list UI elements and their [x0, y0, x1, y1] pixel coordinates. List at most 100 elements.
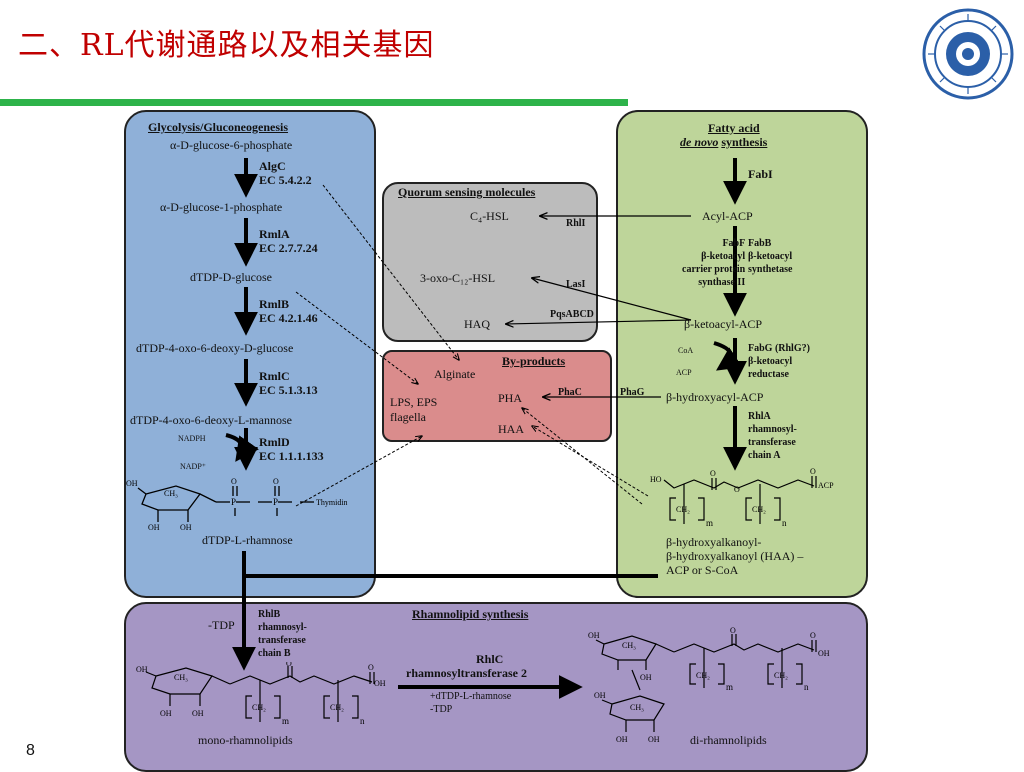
o-label: O: [286, 662, 292, 668]
beta-hydroxyacyl-acp: β-hydroxyacyl-ACP: [666, 390, 764, 404]
rhamnolipid-heading: Rhamnolipid synthesis: [412, 607, 529, 621]
n-label: n: [782, 518, 787, 528]
ec-rmlb: EC 4.2.1.46: [259, 311, 318, 325]
page-number: 8: [26, 742, 35, 759]
quorum-heading: Quorum sensing molecules: [398, 185, 536, 199]
m-label: m: [706, 518, 713, 528]
oh-label: OH: [192, 709, 204, 718]
oh-label: OH: [640, 673, 652, 682]
quorum-sensing-panel: [382, 182, 598, 342]
ch3-label: CH₃: [164, 489, 178, 498]
haq: HAQ: [464, 317, 490, 331]
dtdp-oxo-deoxy-l-mannose: dTDP-4-oxo-6-deoxy-L-mannose: [130, 413, 292, 427]
o-label: O: [810, 631, 816, 640]
o-label: O: [273, 477, 279, 486]
oh-label: OH: [160, 709, 172, 718]
enzyme-rmlb: RmlB: [259, 297, 289, 311]
cofactor-coa: CoA: [678, 346, 694, 355]
oh-label: OH: [136, 665, 148, 674]
rhlc-substrate: +dTDP-L-rhamnose: [430, 691, 512, 702]
ch3-label: CH₃: [622, 641, 636, 650]
oh-label: OH: [180, 523, 192, 532]
ec-rmlc: EC 5.1.3.13: [259, 383, 318, 397]
title-accent-bar: [0, 99, 628, 106]
flagella: flagella: [390, 410, 426, 424]
rhlc-release: -TDP: [430, 704, 453, 715]
ch2-label: CH₂: [696, 671, 710, 680]
enzyme-rhli: RhlI: [566, 218, 586, 229]
ch3-label: CH₃: [174, 673, 188, 682]
glucose-1-phosphate: α-D-glucose-1-phosphate: [160, 200, 283, 214]
enzyme-fabg: FabG (RhlG?) β-ketoacyl reductase: [748, 343, 810, 380]
acp-label: ACP: [818, 481, 834, 490]
enzyme-rhla: RhlA rhamnosyl- transferase chain A: [748, 411, 797, 461]
fatty-heading: Fatty acid: [708, 121, 760, 135]
oh-label: OH: [588, 631, 600, 640]
byproducts-panel: [382, 350, 612, 442]
c4-hsl: C₄-HSL: [470, 209, 509, 223]
ch2-label: CH₂: [330, 703, 344, 712]
oxo-c12-hsl: 3-oxo-C₁₂-HSL: [420, 271, 496, 285]
ec-rmld: EC 1.1.1.133: [259, 449, 324, 463]
ho-label: HO: [650, 475, 662, 484]
dtdp-rhamnose-structure: OH CH₃ OH OH O P O P Thymidin: [126, 477, 348, 532]
haa-line-1: β-hydroxyalkanoyl-: [666, 535, 762, 549]
haa-line-2: β-hydroxyalkanoyl (HAA) –: [666, 549, 804, 563]
o-label: O: [231, 477, 237, 486]
cofactor-nadph: NADPH: [178, 434, 206, 443]
pha: PHA: [498, 391, 523, 405]
oh-label: OH: [126, 479, 138, 488]
ch2-label: CH₂: [752, 505, 766, 514]
m-label: m: [282, 716, 289, 726]
dtdp-d-glucose: dTDP-D-glucose: [190, 270, 272, 284]
haa-line-3: ACP or S-CoA: [666, 563, 739, 577]
pathway-figure: Glycolysis/Gluconeogenesis α-D-glucose-6…: [118, 106, 886, 772]
m-label: m: [726, 682, 733, 692]
tianjin-university-seal-icon: [922, 8, 1014, 100]
n-label: n: [360, 716, 365, 726]
enzyme-rhlc-desc: rhamnosyltransferase 2: [406, 666, 527, 680]
thymidin-label: Thymidin: [316, 498, 348, 507]
oh-label: OH: [594, 691, 606, 700]
slide-title: 二、RL代谢通路以及相关基因: [18, 28, 435, 63]
enzyme-rhlc: RhlC: [476, 652, 504, 666]
enzyme-phag: PhaG: [620, 387, 645, 398]
lps-eps: LPS, EPS: [390, 395, 438, 409]
dtdp-oxo-deoxy-d-glucose: dTDP-4-oxo-6-deoxy-D-glucose: [136, 341, 294, 355]
oh-label: OH: [148, 523, 160, 532]
tdp-release: -TDP: [208, 618, 235, 632]
acyl-acp: Acyl-ACP: [702, 209, 753, 223]
o-label: O: [730, 626, 736, 635]
enzyme-algc: AlgC: [259, 159, 286, 173]
alginate: Alginate: [434, 367, 476, 381]
ch2-label: CH₂: [676, 505, 690, 514]
n-label: n: [804, 682, 809, 692]
di-rhamnolipids-label: di-rhamnolipids: [690, 733, 767, 747]
enzyme-fabi: FabI: [748, 167, 773, 181]
cofactor-nadp: NADP⁺: [180, 462, 207, 471]
byproducts-heading: By-products: [502, 354, 566, 368]
mono-rhamnolipids-label: mono-rhamnolipids: [198, 733, 293, 747]
ch2-label: CH₂: [774, 671, 788, 680]
enzyme-lasi: LasI: [566, 279, 586, 290]
enzyme-fabb: FabB β-ketoacyl synthetase: [748, 238, 793, 275]
pathway-arrows: [225, 158, 747, 699]
ec-rmla: EC 2.7.7.24: [259, 241, 318, 255]
oh-label: OH: [616, 735, 628, 744]
oh-label: OH: [648, 735, 660, 744]
dtdp-l-rhamnose: dTDP-L-rhamnose: [202, 533, 293, 547]
cofactor-acp: ACP: [676, 368, 692, 377]
ec-algc: EC 5.4.2.2: [259, 173, 312, 187]
o-label: O: [710, 469, 716, 478]
fatty-heading-2: de novo synthesis: [680, 135, 768, 149]
o-label: O: [368, 663, 374, 672]
enzyme-phac: PhaC: [558, 387, 582, 398]
o-label: O: [734, 485, 740, 494]
glycolysis-heading: Glycolysis/Gluconeogenesis: [148, 120, 289, 134]
enzyme-rmla: RmlA: [259, 227, 290, 241]
mono-rhamnolipid-structure: OH CH₃ OH OH O O OH CH₂ CH₂ m n: [136, 662, 386, 726]
p-label: P: [273, 497, 278, 507]
haa: HAA: [498, 422, 524, 436]
haa-structure: HO O O O ACP CH₂ CH₂ m n: [650, 468, 834, 528]
ch3-label: CH₃: [630, 703, 644, 712]
